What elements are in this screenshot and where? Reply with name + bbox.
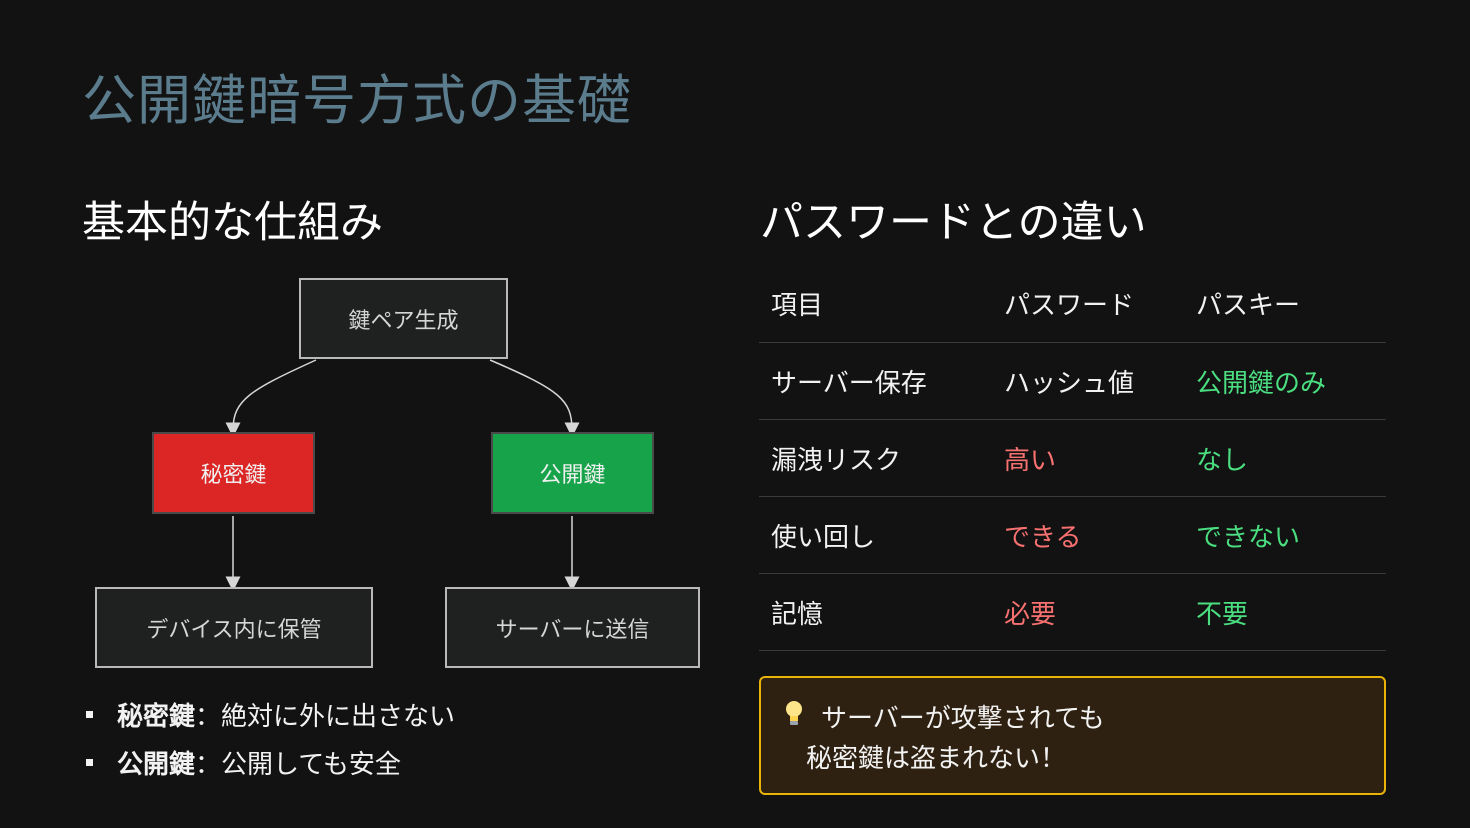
table-cell: 公開鍵のみ bbox=[1184, 342, 1386, 420]
table-header-row: 項目 パスワード パスキー bbox=[759, 265, 1386, 343]
note-text-line2: 秘密鍵は盗まれない！ bbox=[806, 744, 1067, 774]
node-keygen: 鍵ペア生成 bbox=[299, 278, 508, 359]
table-row: 漏洩リスク 高い なし bbox=[759, 419, 1386, 497]
slide-title: 公開鍵暗号方式の基礎 bbox=[82, 69, 632, 132]
table-cell: 不要 bbox=[1184, 573, 1386, 651]
node-private-key: 秘密鍵 bbox=[152, 432, 315, 514]
table-cell: できない bbox=[1184, 496, 1386, 574]
table-cell: できる bbox=[992, 496, 1184, 574]
table-header-cell: 項目 bbox=[759, 265, 992, 343]
bullet-term: 公開鍵 bbox=[117, 749, 196, 780]
key-bullet-list: 秘密鍵 ：絶対に外に出さない 公開鍵 ：公開しても安全 bbox=[86, 690, 455, 786]
table-cell: 必要 bbox=[992, 573, 1184, 651]
table-row: 記憶 必要 不要 bbox=[759, 573, 1386, 651]
table-cell: なし bbox=[1184, 419, 1386, 497]
note-first-line: サーバーが攻撃されても bbox=[783, 698, 1105, 735]
bullet-private-key: 秘密鍵 ：絶対に外に出さない bbox=[86, 690, 455, 738]
table-cell: ハッシュ値 bbox=[992, 342, 1184, 420]
node-server-send: サーバーに送信 bbox=[445, 587, 700, 668]
node-device-storage: デバイス内に保管 bbox=[95, 587, 373, 668]
bullet-desc: ：公開しても安全 bbox=[195, 749, 401, 780]
callout-note: サーバーが攻撃されても 秘密鍵は盗まれない！ bbox=[759, 676, 1386, 795]
lightbulb-icon bbox=[783, 699, 813, 734]
table-row: サーバー保存 ハッシュ値 公開鍵のみ bbox=[759, 342, 1386, 420]
table-header-cell: パスワード bbox=[992, 265, 1184, 343]
bullet-square-icon bbox=[86, 710, 93, 718]
table-cell: サーバー保存 bbox=[759, 342, 992, 420]
bullet-desc: ：絶対に外に出さない bbox=[195, 701, 456, 732]
bullet-term: 秘密鍵 bbox=[117, 701, 196, 732]
table-cell: 高い bbox=[992, 419, 1184, 497]
edge-keygen-to-public bbox=[489, 359, 580, 438]
comparison-table: 項目 パスワード パスキー サーバー保存 ハッシュ値 公開鍵のみ 漏洩リスク 高… bbox=[759, 265, 1386, 651]
bullet-square-icon bbox=[86, 758, 93, 766]
table-cell: 漏洩リスク bbox=[759, 419, 992, 497]
bullet-public-key: 公開鍵 ：公開しても安全 bbox=[86, 738, 455, 786]
table-cell: 記憶 bbox=[759, 573, 992, 651]
section-heading-comparison: パスワードとの違い bbox=[760, 198, 1147, 248]
table-row: 使い回し できる できない bbox=[759, 496, 1386, 574]
table-header-cell: パスキー bbox=[1184, 265, 1386, 343]
note-text-line1: サーバーが攻撃されても bbox=[821, 704, 1105, 734]
section-heading-mechanism: 基本的な仕組み bbox=[82, 198, 383, 248]
edge-keygen-to-private bbox=[225, 359, 317, 438]
table-cell: 使い回し bbox=[759, 496, 992, 574]
node-public-key: 公開鍵 bbox=[491, 432, 654, 514]
